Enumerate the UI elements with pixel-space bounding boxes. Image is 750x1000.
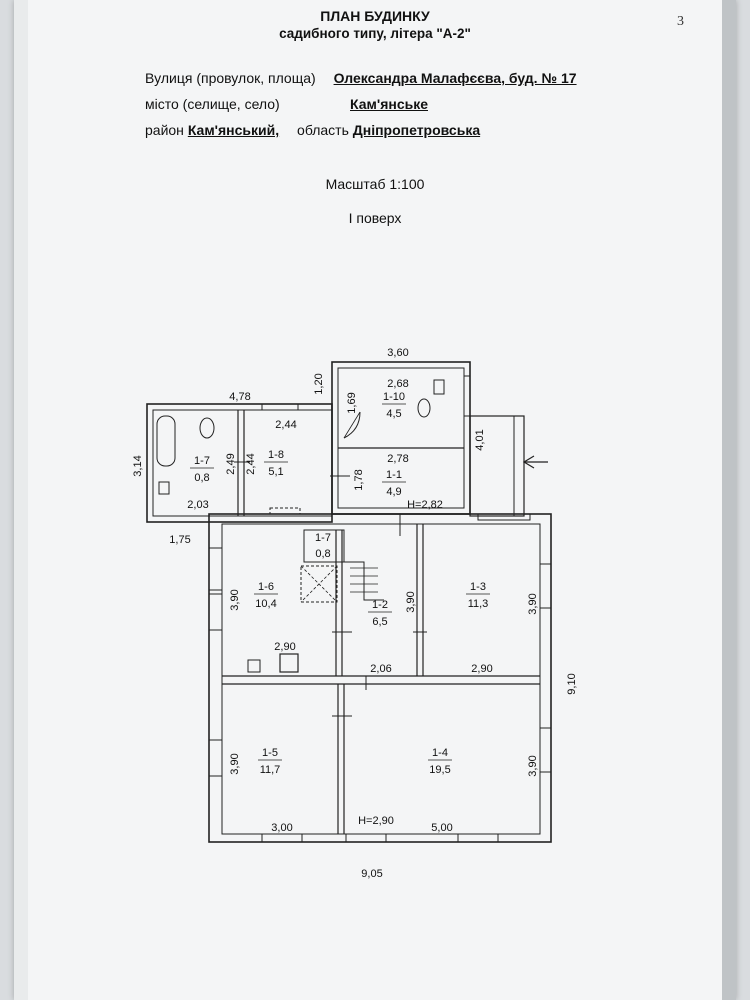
stove-symbol <box>279 653 299 673</box>
room-area-1-10: 4,5 <box>386 408 401 420</box>
room-id-1-6: 1-6 <box>258 581 274 593</box>
street-label: Вулиця (провулок, площа) <box>145 70 316 86</box>
dim-390d: 3,90 <box>229 753 241 774</box>
window <box>261 403 299 411</box>
room-id-1-2: 1-2 <box>372 599 388 611</box>
room-area-1-1: 4,9 <box>386 486 401 498</box>
dim-910: 9,10 <box>566 673 578 694</box>
room-id-1-3: 1-3 <box>470 581 486 593</box>
room-area-1-4: 19,5 <box>429 764 450 776</box>
dim-244: 2,44 <box>275 419 296 431</box>
dim-h290: H=2,90 <box>358 815 394 827</box>
room-area-1-3: 11,3 <box>468 598 489 610</box>
dim-390e: 3,90 <box>527 755 539 776</box>
room-id-1-1: 1-1 <box>386 469 402 481</box>
dim-h282: H=2,82 <box>407 499 443 511</box>
city-value: Кам'янське <box>350 96 428 112</box>
room-id-1-7: 1-7 <box>315 532 331 544</box>
dim-390c: 3,90 <box>527 593 539 614</box>
floor-label: І поверх <box>348 210 402 226</box>
room-id-1-4: 1-4 <box>432 747 448 759</box>
street-row: Вулиця (провулок, площа) Олександра Мала… <box>145 70 577 86</box>
dim-244v: 2,44 <box>245 453 257 474</box>
dim-390a: 3,90 <box>229 589 241 610</box>
dim-203: 2,03 <box>187 499 208 511</box>
dim-300: 3,00 <box>271 822 292 834</box>
document-subtitle: садибного типу, літера "А-2" <box>279 26 471 41</box>
room-area-1-9: 5,1 <box>268 466 283 478</box>
dim-478: 4,78 <box>229 391 250 403</box>
house-outline <box>208 513 552 843</box>
dim-290a: 2,90 <box>274 641 295 653</box>
room-id-1-9: 1-8 <box>268 449 284 461</box>
scale-label: Масштаб 1:100 <box>325 176 425 192</box>
house-inner <box>221 523 541 835</box>
page-number: 3 <box>677 14 684 29</box>
region-label: область <box>297 122 349 138</box>
dim-401: 4,01 <box>474 429 486 450</box>
dim-178: 1,78 <box>353 469 365 490</box>
dim-169: 1,69 <box>346 392 358 413</box>
room-id-1-8: 1-7 <box>194 455 210 467</box>
page-left-edge <box>14 0 28 1000</box>
room-id-1-10: 1-10 <box>383 391 405 403</box>
district-row: район Кам'янський, область Дніпропетровс… <box>145 122 480 138</box>
city-label: місто (селище, село) <box>145 96 280 112</box>
dim-278: 2,78 <box>387 453 408 465</box>
city-row: місто (селище, село) <box>145 96 280 112</box>
dim-top-tower: 3,60 <box>387 347 408 359</box>
dim-905: 9,05 <box>361 868 382 880</box>
floor-plan: 1-10 4,5 1-1 4,9 1-7 0,8 1-8 5,1 1-7 0,8… <box>132 347 578 880</box>
dim-268: 2,68 <box>387 378 408 390</box>
annex-inner <box>152 409 333 517</box>
dim-175: 1,75 <box>169 534 190 546</box>
dim-206: 2,06 <box>370 663 391 675</box>
stair-box <box>303 529 345 563</box>
dim-tower-side: 1,20 <box>313 373 325 394</box>
district-label: район <box>145 122 184 138</box>
room-id-1-5: 1-5 <box>262 747 278 759</box>
page-right-edge <box>722 0 736 1000</box>
room-area-1-2: 6,5 <box>372 616 387 628</box>
document-title: ПЛАН БУДИНКУ <box>320 8 430 24</box>
room-area-1-8: 0,8 <box>194 472 209 484</box>
toilet-symbol <box>199 417 215 439</box>
room-area-1-6: 10,4 <box>255 598 276 610</box>
document-page: ПЛАН БУДИНКУ садибного типу, літера "А-2… <box>14 0 736 1000</box>
dim-314: 3,14 <box>132 455 144 476</box>
dim-290b: 2,90 <box>471 663 492 675</box>
bathtub-symbol <box>156 415 176 467</box>
region-value: Дніпропетровська <box>352 122 481 138</box>
toilet-symbol-2 <box>417 398 431 418</box>
dim-390b: 3,90 <box>405 591 417 612</box>
tower-inner <box>337 367 465 509</box>
porch-outline <box>469 415 525 517</box>
room-area-1-5: 11,7 <box>260 764 281 776</box>
street-value: Олександра Малафєєва, буд. № 17 <box>333 70 577 86</box>
dim-500: 5,00 <box>431 822 452 834</box>
dim-249: 2,49 <box>225 453 237 474</box>
room-area-1-7: 0,8 <box>315 548 330 560</box>
district-value: Кам'янський, <box>187 122 280 138</box>
